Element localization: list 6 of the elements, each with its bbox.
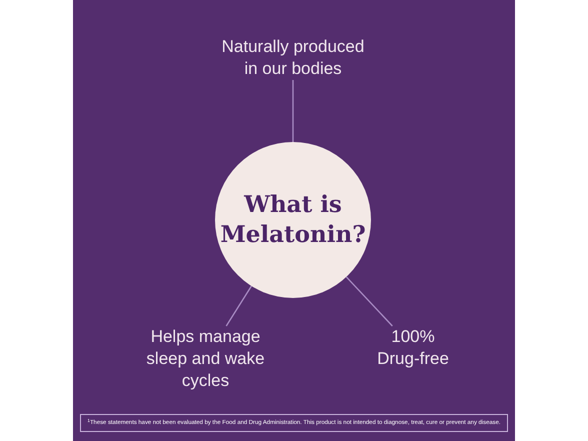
feature-text: 100% Drug-free (371, 326, 455, 370)
connector-line (292, 80, 294, 142)
feature-text: Helps manage sleep and wake cycles (133, 326, 278, 392)
connector-line (346, 276, 393, 326)
connector-line (226, 286, 252, 326)
feature-text: Naturally produced in our bodies (214, 36, 372, 80)
